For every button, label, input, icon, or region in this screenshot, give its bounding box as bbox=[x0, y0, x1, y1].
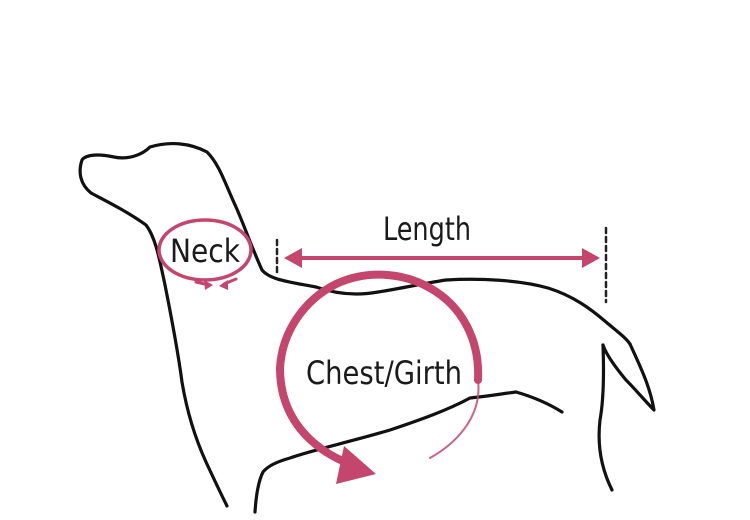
neck-measurement: Neck bbox=[157, 218, 253, 290]
chest-girth-arrowhead bbox=[336, 446, 376, 484]
length-arrowhead-left bbox=[284, 248, 302, 268]
dog-hind-leg-outline bbox=[597, 343, 614, 492]
neck-arrowhead-left bbox=[204, 280, 213, 290]
length-arrowhead-right bbox=[582, 248, 600, 268]
neck-loop bbox=[157, 218, 253, 282]
chest-girth-measurement: Chest/Girth bbox=[276, 270, 483, 484]
chest-girth-label: Chest/Girth bbox=[306, 354, 462, 392]
length-measurement: Length bbox=[275, 210, 608, 304]
chest-girth-arc-thin bbox=[429, 379, 480, 459]
length-label: Length bbox=[383, 210, 471, 248]
chest-girth-arc bbox=[276, 270, 483, 467]
neck-arrowhead-right bbox=[219, 280, 228, 290]
dog-belly-outline bbox=[253, 390, 564, 514]
dog-back-outline bbox=[260, 268, 632, 346]
dog-outline bbox=[78, 141, 656, 514]
dog-tail-outline bbox=[601, 342, 656, 412]
neck-label: Neck bbox=[170, 232, 240, 270]
dog-head-neck-front-outline bbox=[78, 141, 264, 508]
